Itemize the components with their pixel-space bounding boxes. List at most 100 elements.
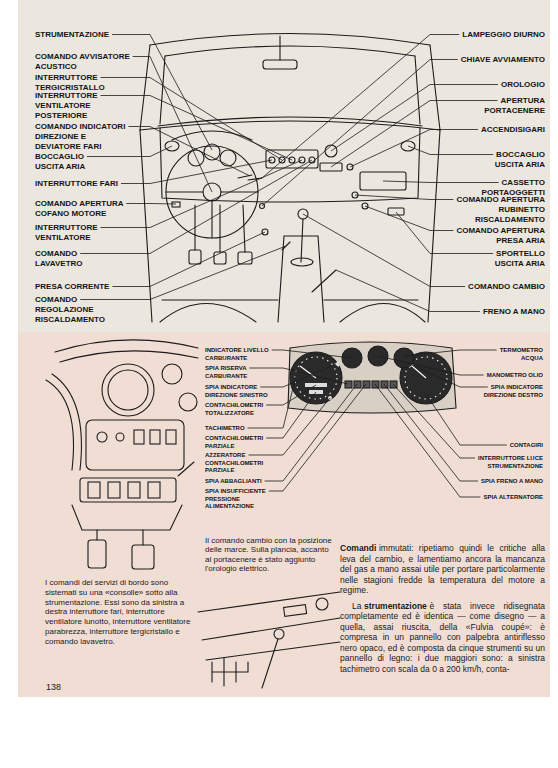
leader-line [260, 364, 336, 387]
leader-line [262, 35, 459, 179]
leader-line [393, 384, 475, 458]
tunnel [278, 236, 324, 322]
gauge [162, 364, 182, 384]
mirror [263, 60, 297, 69]
seat [160, 304, 425, 323]
part-label: SPIA FRENO A MANO [481, 478, 543, 486]
ashtray [284, 605, 307, 617]
caption: Il comando cambio con la posizione delle… [205, 536, 337, 574]
leader-line [80, 246, 286, 300]
part-label: COMANDO APERTURA RUBINETTO RISCALDAMENTO [450, 195, 545, 225]
leader-line [101, 96, 293, 161]
part-label: MANOMETRO OLIO [487, 372, 543, 380]
instrument-hood [172, 131, 252, 140]
part-label: BOCCAGLIO USCITA ARIA [475, 150, 545, 170]
leader-line [375, 384, 480, 497]
leader-line [331, 85, 498, 152]
part-label: COMANDO REGOLAZIONE RISCALDAMENTO [35, 295, 120, 325]
leader-line [384, 384, 478, 481]
leader-line [378, 356, 484, 375]
leader-line [412, 365, 488, 387]
vent-flap [388, 208, 404, 215]
leader-line [365, 206, 453, 231]
knob [97, 432, 107, 442]
dial-ticks [295, 357, 337, 399]
key [150, 430, 160, 444]
part-label: CONTACHILOMETRI TOTALIZZATORE [205, 402, 275, 417]
pedal [132, 545, 154, 569]
leader-line [426, 394, 507, 445]
part-label: BOCCAGLIO USCITA ARIA [35, 152, 105, 172]
leader-line [265, 384, 357, 481]
part-label: COMANDO AVVISATORE ACUSTICO [35, 52, 145, 72]
leader-line [112, 232, 265, 287]
part-label: COMANDO APERTURA COFANO MOTORE [35, 199, 130, 219]
part-label: SPIA INDICATORE DIREZIONE DESTRO [473, 384, 543, 399]
steering-rim [46, 374, 81, 470]
leader-line [272, 350, 352, 358]
paragraph: Lastrumentazioneè stata invece ridisegna… [340, 601, 545, 675]
body-text: strumentazione [364, 601, 427, 611]
part-label: STRUMENTAZIONE [35, 30, 109, 40]
console [86, 420, 184, 470]
knob [116, 433, 124, 441]
rocker-switch [88, 482, 100, 498]
part-label: COMANDO INDICATORI DIREZIONE E DEVIATORE… [35, 122, 131, 152]
leader-line [101, 78, 283, 161]
part-label: AZZERATORE CONTACHILOMETRI PARZIALE [205, 452, 275, 475]
windshield-frame [150, 34, 430, 57]
part-label: OROLOGIO [501, 80, 545, 90]
switch-panel [80, 478, 176, 502]
body-text: Comandi [340, 543, 376, 553]
part-label: TACHIMETRO [205, 425, 245, 433]
paragraph: Comandiimmutati: ripetiamo quindi le cri… [340, 543, 545, 596]
part-label: INDICATORE LIVELLO CARBURANTE [205, 347, 283, 362]
rocker-switch [128, 482, 140, 498]
part-label: INTERRUTTORE LUCE STRUMENTAZIONE [473, 455, 543, 470]
leader-line [408, 146, 493, 155]
part-label: CHIAVE AVVIAMENTO [461, 55, 545, 65]
part-label: CONTAGIRI [510, 442, 543, 450]
article-text: Comandiimmutati: ripetiamo quindi le cri… [340, 543, 545, 674]
leader-line [249, 368, 348, 384]
cluster-panel [288, 342, 456, 413]
gear-lever [301, 219, 303, 262]
pillar [140, 45, 440, 130]
gauge-inner [108, 370, 148, 410]
leader-line [128, 127, 250, 177]
leader-line [336, 270, 480, 312]
part-label: COMANDO APERTURA PRESA ARIA [450, 226, 545, 246]
gear-boot [291, 258, 313, 266]
part-label: LAMPEGGIO DIURNO [462, 30, 545, 40]
mirror-stem [279, 36, 280, 60]
part-label: INTERRUTTORE FARI [35, 179, 118, 189]
handbrake [312, 270, 336, 292]
body-text: La [352, 601, 361, 611]
dashboard-drawing [140, 34, 440, 323]
lever [178, 462, 194, 476]
instrument-cluster [288, 342, 456, 413]
gauge [179, 393, 197, 411]
page-number: 138 [46, 682, 86, 693]
leader-line [404, 350, 497, 356]
leader-line [269, 384, 366, 491]
gear-lever [262, 639, 278, 688]
key [134, 430, 144, 444]
part-label: SPIA RISERVA CARBURANTE [205, 365, 277, 380]
bonnet-release [172, 202, 180, 207]
part-label: CONTACHILOMETRI PARZIALE [205, 435, 275, 450]
pedal-arm [97, 530, 143, 545]
leader-line [126, 203, 176, 205]
lower-panel [72, 505, 182, 530]
part-label: COMANDO CAMBIO [468, 282, 545, 292]
body-text: è stata invece ridisegnata completamente… [340, 601, 545, 674]
leader-line [303, 214, 465, 287]
instrument-hood [55, 340, 198, 362]
leader-line [121, 160, 272, 184]
pedal [88, 540, 106, 568]
part-label: FRENO A MANO [483, 307, 545, 317]
part-label: SPIA INDICATORE DIREZIONE SINISTRO [205, 384, 277, 399]
leader-line [331, 101, 498, 168]
gauge [220, 150, 236, 166]
